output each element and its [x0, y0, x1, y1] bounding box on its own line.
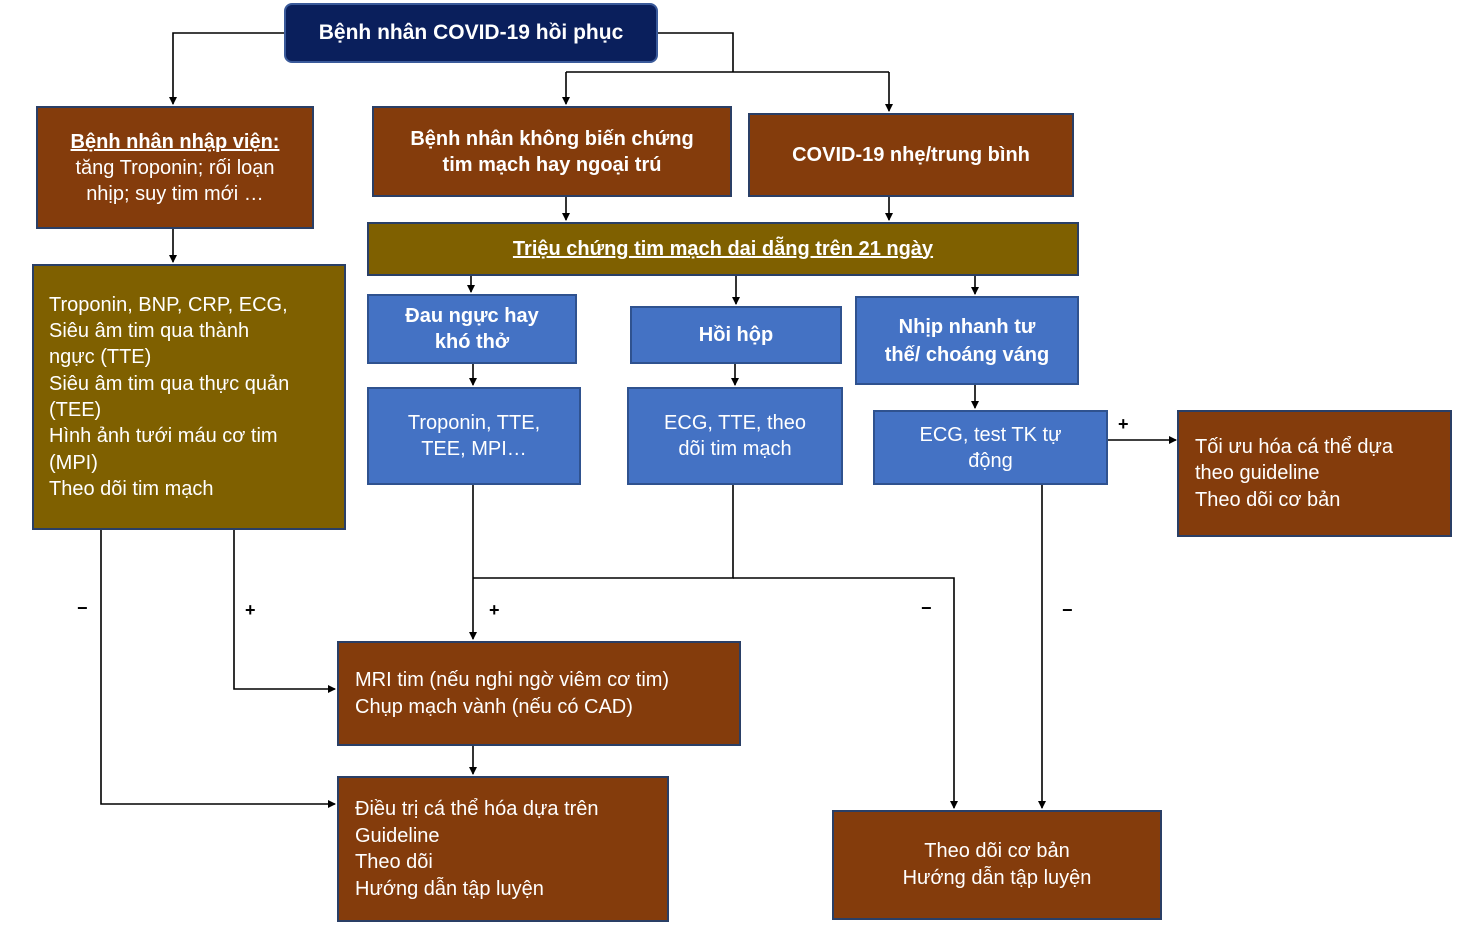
tachycardia-node: Nhịp nhanh tư thế/ choáng váng: [855, 296, 1079, 385]
no-complication-line: tim mạch hay ngoại trú: [442, 153, 662, 176]
treatment-node: Điều trị cá thể hóa dựa trên Guideline T…: [337, 776, 669, 922]
optimize-line: theo guideline: [1195, 462, 1320, 485]
persistent-label: Triệu chứng tim mạch dai dẵng trên 21 ng…: [512, 237, 934, 260]
tests-line: Siêu âm tim qua thành: [49, 320, 250, 343]
line-root-right: [658, 32, 734, 72]
treatment-line: Theo dõi: [355, 851, 433, 873]
plus-sign: +: [489, 600, 500, 620]
chest-tests-line: TEE, MPI…: [421, 438, 527, 460]
optimize-node: Tối ưu hóa cá thể dựa theo guideline The…: [1177, 410, 1452, 537]
mild-covid-node: COVID-19 nhẹ/trung bình: [748, 113, 1074, 197]
mri-line: Chụp mạch vành (nếu có CAD): [355, 695, 633, 718]
persistent-symptoms-node: Triệu chứng tim mạch dai dẵng trên 21 ng…: [367, 222, 1079, 276]
palpitation-label: Hồi hộp: [698, 323, 774, 346]
arrow-palp-basic: [733, 577, 958, 809]
palpitation-tests-line: ECG, TTE, theo: [664, 412, 806, 434]
tachycardia-tests-line: động: [968, 449, 1013, 472]
plus-sign: +: [1118, 414, 1129, 434]
optimize-line: Theo dõi cơ bản: [1195, 488, 1341, 511]
tests-line: (TEE): [49, 399, 102, 421]
palpitation-node: Hồi hộp: [630, 306, 842, 364]
tests-line: Troponin, BNP, CRP, ECG,: [49, 293, 288, 316]
no-complication-node: Bệnh nhân không biến chứng tim mạch hay …: [372, 106, 732, 197]
root-label: Bệnh nhân COVID-19 hồi phục: [318, 21, 624, 44]
arrow-tests-mri: [233, 530, 336, 693]
treatment-line: Hướng dẫn tập luyện: [355, 877, 544, 900]
treatment-line: Điều trị cá thể hóa dựa trên: [355, 798, 599, 820]
inpatient-node: Bệnh nhân nhập viện: tăng Troponin; rối …: [36, 106, 314, 229]
tachycardia-tests-line: ECG, test TK tự: [919, 423, 1062, 446]
palpitation-tests-line: dõi tim mạch: [678, 438, 792, 460]
basic-monitoring-line: Theo dõi cơ bản: [924, 840, 1070, 862]
tests-line: (MPI): [49, 451, 98, 474]
tests-node: Troponin, BNP, CRP, ECG, Siêu âm tim qua…: [32, 264, 346, 530]
inpatient-title: Bệnh nhân nhập viện:: [70, 130, 280, 153]
line-palp-join: [473, 485, 734, 579]
minus-sign: −: [921, 598, 932, 618]
mri-node: MRI tim (nếu nghi ngờ viêm cơ tim) Chụp …: [337, 641, 741, 746]
tests-line: Siêu âm tim qua thực quản: [49, 372, 290, 395]
tests-line: Hình ảnh tưới máu cơ tim: [49, 425, 278, 448]
mri-line: MRI tim (nếu nghi ngờ viêm cơ tim): [355, 669, 670, 691]
chest-pain-node: Đau ngực hay khó thở: [367, 294, 577, 364]
palpitation-tests-node: ECG, TTE, theo dõi tim mạch: [627, 387, 843, 485]
optimize-line: Tối ưu hóa cá thể dựa: [1195, 435, 1394, 458]
chest-pain-line: Đau ngực hay: [405, 305, 539, 327]
root-node: Bệnh nhân COVID-19 hồi phục: [284, 3, 658, 63]
tests-line: Theo dõi tim mạch: [49, 477, 214, 500]
tests-line: ngực (TTE): [49, 346, 152, 369]
inpatient-line: tăng Troponin; rối loạn: [75, 156, 275, 179]
basic-monitoring-node: Theo dõi cơ bản Hướng dẫn tập luyện: [832, 810, 1162, 920]
treatment-line: Guideline: [355, 824, 440, 847]
inpatient-line: nhịp; suy tim mới …: [86, 182, 264, 205]
chest-tests-line: Troponin, TTE,: [407, 412, 541, 434]
tachycardia-line: Nhịp nhanh tư: [898, 315, 1036, 338]
minus-sign: −: [1062, 600, 1073, 620]
tachycardia-line: thế/ choáng váng: [884, 343, 1050, 366]
tachycardia-tests-node: ECG, test TK tự động: [873, 410, 1108, 485]
arrow-root-inpatient: [169, 32, 284, 105]
minus-sign: −: [77, 598, 88, 618]
chest-tests-node: Troponin, TTE, TEE, MPI…: [367, 387, 581, 485]
arrow-tests-treatment: [100, 530, 336, 808]
no-complication-line: Bệnh nhân không biến chứng: [410, 127, 694, 150]
chest-pain-line: khó thở: [434, 331, 510, 353]
basic-monitoring-line: Hướng dẫn tập luyện: [902, 867, 1092, 889]
plus-sign: +: [245, 600, 256, 620]
mild-covid-label: COVID-19 nhẹ/trung bình: [792, 143, 1030, 166]
